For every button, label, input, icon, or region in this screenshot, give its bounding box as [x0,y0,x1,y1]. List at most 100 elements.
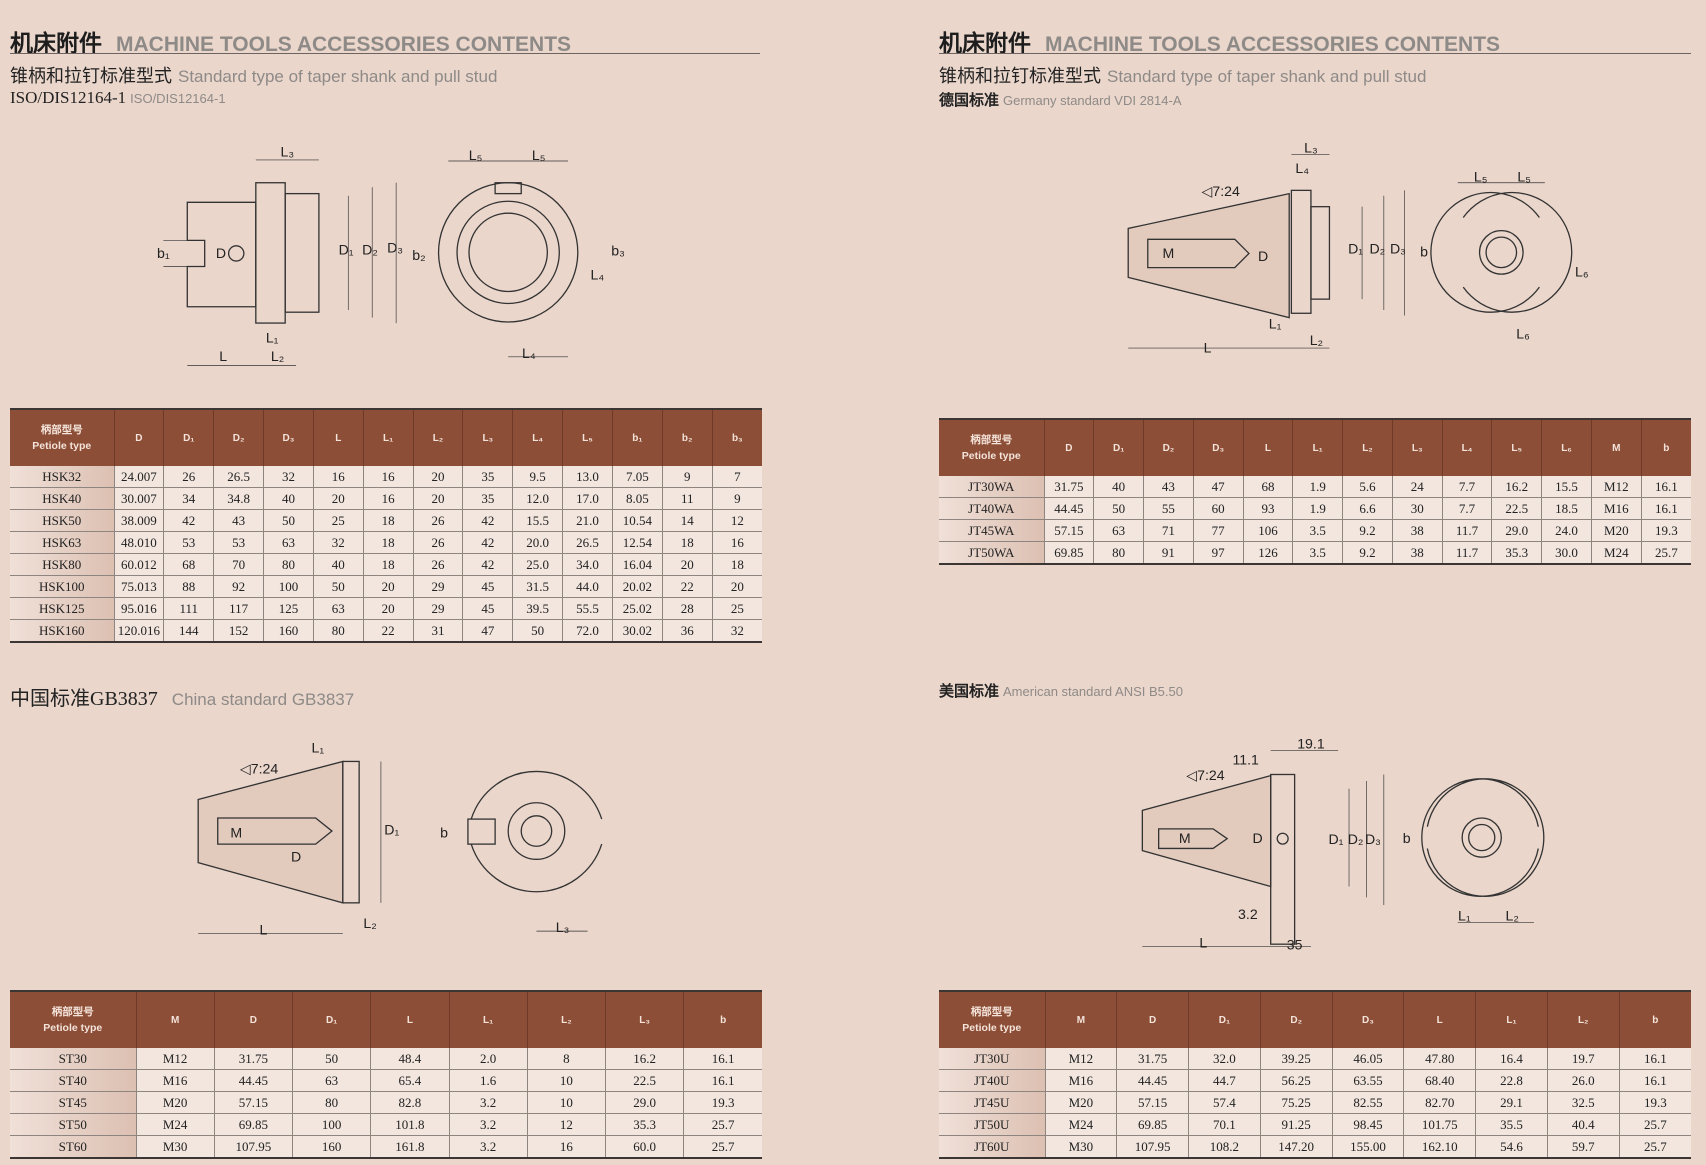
value-cell: 9.5 [512,466,563,488]
value-cell: 3.2 [448,1113,528,1136]
value-cell: 22 [661,575,713,598]
value-cell: 31.5 [512,575,563,598]
value-cell: 47 [1192,476,1244,498]
value-cell: 24 [1391,476,1443,498]
value-cell: 65.4 [370,1069,449,1092]
value-cell: 15.5 [512,509,563,532]
value-cell: 16.04 [611,553,663,576]
value-cell: 20 [412,466,463,488]
row-type-cell: HSK80 [10,553,114,576]
row-type-cell: ST45 [10,1091,136,1114]
ansi-dimension-label: 19.1 [1297,735,1325,751]
value-cell: 162.10 [1403,1135,1476,1159]
value-cell: 70 [213,553,264,576]
value-cell: 19.3 [1618,1091,1691,1114]
hsk-dimension-label: L₁ [266,330,279,346]
value-cell: 32.0 [1188,1048,1261,1070]
value-cell: 1.6 [448,1069,528,1092]
value-cell: 35.5 [1475,1113,1548,1136]
value-cell: 75.013 [113,575,164,598]
value-cell: 57.15 [213,1091,293,1114]
value-cell: 93 [1242,497,1293,520]
value-cell: 9 [711,487,762,510]
column-header: D₁ [1188,991,1261,1048]
value-cell: 92 [213,575,264,598]
value-cell: 57.15 [1116,1091,1189,1114]
value-cell: 38 [1391,541,1443,565]
value-cell: 63 [312,597,364,620]
hsk-dimension-label: L₃ [281,144,295,160]
column-header: D₂ [1259,991,1333,1048]
row-type-cell: ST40 [10,1069,136,1092]
value-cell: 32 [263,466,314,488]
value-cell: 29.0 [1491,519,1542,542]
value-cell: 47 [462,619,513,643]
header-cn: 柄部型号 [970,434,1013,446]
value-cell: 16 [362,487,414,510]
standard-cn: 德国标准 [939,91,1000,109]
value-cell: 32.5 [1546,1091,1620,1114]
column-header: L₃ [462,409,513,466]
value-cell: 35.3 [1491,541,1542,565]
value-cell: M12 [1590,476,1642,498]
vdi-dimension-label: D₂ [1369,240,1385,256]
ansi-dimension-label: L₁ [1458,907,1471,923]
value-cell: 20 [362,575,414,598]
value-cell: 44.45 [1043,497,1094,520]
value-cell: 63.55 [1331,1069,1404,1092]
column-header: D₃ [1192,419,1244,476]
value-cell: 20 [412,487,463,510]
value-cell: 45 [462,597,513,620]
column-header: D₁ [291,991,371,1048]
value-cell: 30.0 [1541,541,1592,565]
hsk-dimension-label: L₄ [591,267,605,283]
value-cell: 160 [291,1135,371,1159]
value-cell: 63 [1093,519,1144,542]
value-cell: 29.1 [1475,1091,1548,1114]
value-cell: 18 [711,553,762,576]
value-cell: 9.2 [1342,541,1393,565]
row-type-cell: HSK100 [10,575,114,598]
vdi-dimension-label: L₅ [1517,169,1531,185]
value-cell: 24.007 [113,466,164,488]
column-header: D₃ [263,409,314,466]
value-cell: 126 [1242,541,1293,565]
value-cell: 2.0 [448,1048,528,1070]
value-cell: 59.7 [1546,1135,1620,1159]
value-cell: 69.85 [1116,1113,1189,1136]
header-en: Petiole type [32,440,92,452]
row-type-cell: JT60U [939,1135,1045,1159]
value-cell: M12 [1044,1048,1117,1070]
row-type-cell: JT50WA [939,541,1044,565]
value-cell: 44.0 [562,575,613,598]
value-cell: 29.0 [604,1091,684,1114]
value-cell: 60.012 [113,553,164,576]
standard-cn: ISO/DIS12164-1 [10,88,127,107]
value-cell: 7.05 [611,466,663,488]
value-cell: 22.5 [1491,497,1542,520]
value-cell: 50 [263,509,314,532]
value-cell: 101.75 [1403,1113,1476,1136]
row-type-cell: ST50 [10,1113,136,1136]
value-cell: 21.0 [562,509,613,532]
column-header: M [1044,991,1117,1048]
column-header: L₅ [1491,419,1542,476]
gb-dimension-label: D₁ [384,821,399,837]
value-cell: 42 [462,553,513,576]
value-cell: 80 [291,1091,371,1114]
column-header: L₂ [1546,991,1620,1048]
value-cell: 20 [711,575,762,598]
value-cell: 38.009 [113,509,164,532]
row-type-cell: JT40U [939,1069,1045,1092]
value-cell: 3.2 [448,1091,528,1114]
